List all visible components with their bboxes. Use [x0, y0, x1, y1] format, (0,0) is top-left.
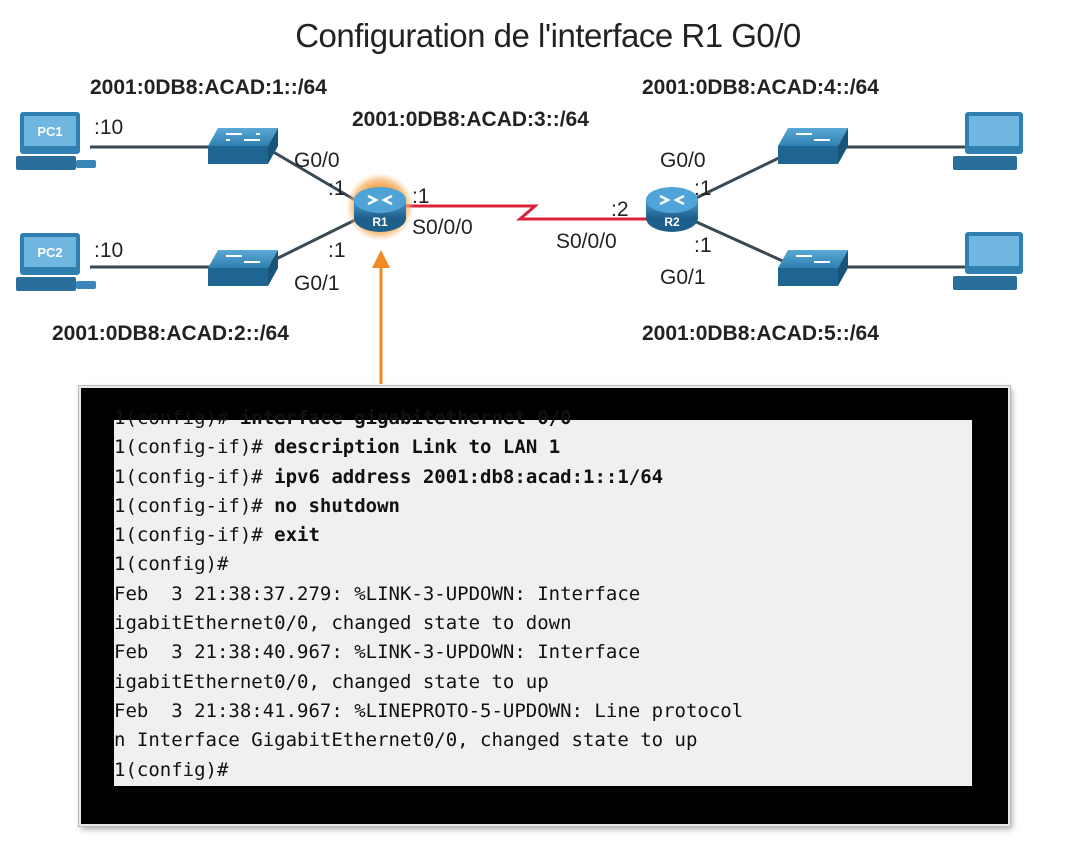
r1-g01-interface-label: G0/1: [294, 272, 340, 295]
terminal-line: 1(config-if)# ipv6 address 2001:db8:acad…: [114, 463, 743, 492]
terminal-line: 1(config-if)# exit: [114, 521, 743, 550]
terminal-prompt: 1(config)#: [114, 553, 229, 576]
switch5-icon: [778, 250, 848, 286]
network-topology-diagram: Configuration de l'interface R1 G0/0 200…: [16, 17, 1023, 384]
network-label-lan5: 2001:0DB8:ACAD:5::/64: [642, 322, 879, 345]
terminal-prompt: Feb 3 21:38:37.279: %LINK-3-UPDOWN: Inte…: [114, 582, 641, 605]
r1-s000-interface-label: S0/0/0: [412, 216, 473, 239]
terminal-line: 1(config)#: [114, 756, 743, 785]
terminal-command: no shutdown: [274, 494, 400, 517]
terminal-prompt: Feb 3 21:38:40.967: %LINK-3-UPDOWN: Inte…: [114, 641, 641, 664]
network-label-lan2: 2001:0DB8:ACAD:2::/64: [52, 322, 289, 345]
link-r2-switch4: [691, 153, 786, 202]
terminal-prompt: 1(config-if)#: [114, 494, 275, 517]
r2-g01-interface-label: G0/1: [660, 266, 706, 289]
host5-computer-icon: [953, 232, 1023, 290]
diagram-title: Configuration de l'interface R1 G0/0: [295, 17, 801, 54]
link-r2-switch5: [691, 218, 786, 264]
serial-link: [405, 204, 650, 221]
pc2-computer-icon: PC2: [16, 233, 96, 291]
terminal-command: ipv6 address 2001:db8:acad:1::1/64: [274, 465, 664, 488]
terminal-prompt: Feb 3 21:38:41.967: %LINEPROTO-5-UPDOWN:…: [114, 699, 744, 722]
terminal-prompt: 1(config)#: [114, 407, 240, 429]
links: [90, 145, 965, 269]
network-label-lan4: 2001:0DB8:ACAD:4::/64: [642, 76, 879, 99]
r2-g01-host-label: :1: [694, 234, 712, 257]
link-switch2-r1: [269, 218, 356, 264]
terminal-output: 1(config)# interface gigabitethernet 0/0…: [114, 404, 743, 785]
pc1-label: PC1: [37, 124, 62, 139]
terminal-prompt: 1(config-if)#: [114, 524, 275, 547]
network-label-lan1: 2001:0DB8:ACAD:1::/64: [90, 76, 327, 99]
switch1-icon: [208, 128, 278, 164]
terminal-line: 1(config-if)# description Link to LAN 1: [114, 433, 743, 462]
terminal-prompt: 1(config-if)#: [114, 436, 275, 459]
terminal-line: Feb 3 21:38:37.279: %LINK-3-UPDOWN: Inte…: [114, 580, 743, 609]
terminal-line: Feb 3 21:38:40.967: %LINK-3-UPDOWN: Inte…: [114, 638, 743, 667]
terminal-screen: 1(config)# interface gigabitethernet 0/0…: [114, 407, 972, 786]
terminal-line: n Interface GigabitEthernet0/0, changed …: [114, 726, 743, 755]
switch2-icon: [208, 250, 278, 286]
terminal-command: exit: [274, 524, 320, 547]
switch4-icon: [778, 128, 848, 164]
r1-router-icon: R1: [354, 187, 406, 232]
terminal-line: 1(config-if)# no shutdown: [114, 492, 743, 521]
pc2-host-address: :10: [94, 239, 123, 262]
terminal-prompt: igabitEthernet0/0, changed state to up: [114, 670, 549, 693]
pc1-host-address: :10: [94, 116, 123, 139]
link-switch1-r1: [269, 148, 356, 202]
pc1-computer-icon: PC1: [16, 112, 96, 170]
terminal-line: 1(config)# interface gigabitethernet 0/0: [114, 404, 743, 433]
r1-g01-host-label: :1: [328, 239, 346, 262]
r1-g00-host-label: :1: [328, 177, 346, 200]
host4-computer-icon: [953, 112, 1023, 170]
terminal-command: interface gigabitethernet 0/0: [239, 407, 572, 429]
terminal-prompt: igabitEthernet0/0, changed state to down: [114, 612, 572, 635]
terminal-line: Feb 3 21:38:41.967: %LINEPROTO-5-UPDOWN:…: [114, 697, 743, 726]
r1-label: R1: [372, 215, 388, 229]
pc2-label: PC2: [37, 245, 62, 260]
r1-s000-host-label: :1: [412, 185, 430, 208]
terminal-line: igabitEthernet0/0, changed state to up: [114, 668, 743, 697]
r2-g00-host-label: :1: [694, 177, 712, 200]
terminal-command: description Link to LAN 1: [274, 436, 561, 459]
terminal-line: 1(config)#: [114, 550, 743, 579]
r2-router-icon: R2: [646, 187, 698, 232]
r2-label: R2: [664, 215, 680, 229]
network-label-wan: 2001:0DB8:ACAD:3::/64: [352, 108, 589, 131]
r1-g00-interface-label: G0/0: [294, 149, 340, 172]
terminal-prompt: 1(config)#: [114, 758, 229, 781]
r2-g00-interface-label: G0/0: [660, 149, 706, 172]
terminal-prompt: n Interface GigabitEthernet0/0, changed …: [114, 729, 698, 752]
r2-s000-interface-label: S0/0/0: [556, 230, 617, 253]
terminal-line: igabitEthernet0/0, changed state to down: [114, 609, 743, 638]
r2-s000-host-label: :2: [611, 198, 629, 221]
terminal-prompt: 1(config-if)#: [114, 465, 275, 488]
highlight-arrow: [372, 250, 390, 384]
